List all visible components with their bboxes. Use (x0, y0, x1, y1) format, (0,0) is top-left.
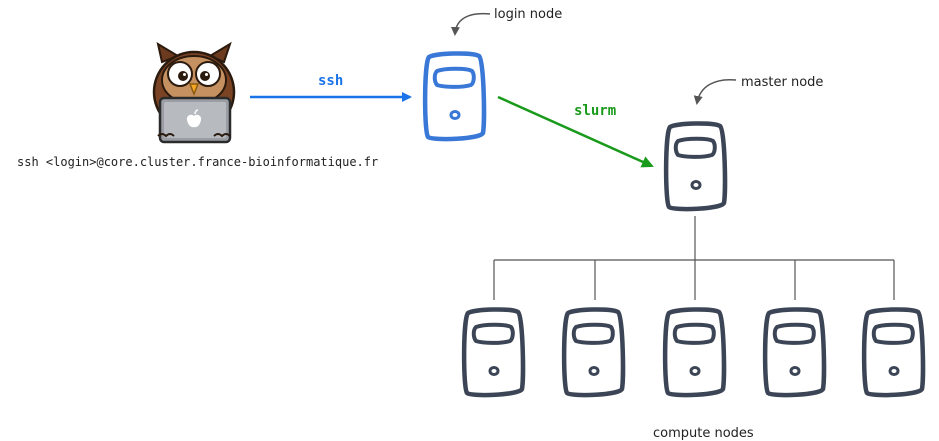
compute-node-4-server-icon (765, 309, 824, 395)
slurm-arrow (497, 95, 654, 168)
compute-node-3-server-icon (665, 309, 724, 395)
compute-node-1-server-icon (464, 309, 523, 395)
login-node-label: login node (494, 7, 562, 22)
compute-node-5-server-icon (864, 309, 923, 395)
login-node-pointer (450, 12, 491, 36)
master-node-label: master node (741, 75, 823, 90)
owl-laptop-icon (152, 41, 236, 144)
master-node-pointer (693, 78, 737, 105)
ssh-command-label: ssh <login>@core.cluster.france-bioinfor… (17, 155, 378, 169)
tree-connector (493, 216, 895, 300)
master-node-server-icon (666, 123, 725, 209)
compute-nodes-label: compute nodes (653, 426, 754, 441)
compute-node-2-server-icon (564, 309, 623, 395)
ssh-edge-label: ssh (318, 73, 343, 89)
slurm-edge-label: slurm (574, 103, 616, 119)
login-node-server-icon (425, 53, 484, 139)
